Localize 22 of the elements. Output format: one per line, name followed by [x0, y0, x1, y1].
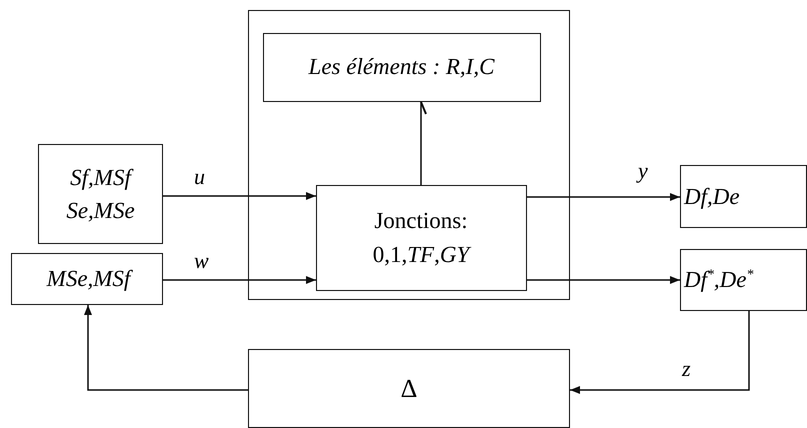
label-text: Sf,MSf Se,MSe: [65, 164, 136, 225]
process-box: [248, 349, 570, 428]
enclosing-box: [248, 10, 570, 300]
text-box: [262, 32, 540, 102]
label-text: MSe,MSf: [46, 262, 130, 296]
label-text: Df,De: [684, 182, 740, 211]
body-text: 0,1,TF,GY: [372, 240, 470, 268]
arrow: [163, 192, 316, 200]
label-text: Les éléments : R,I,C: [308, 53, 494, 82]
arrow: [527, 193, 680, 201]
text-box: [11, 253, 163, 305]
text-box: [680, 165, 807, 228]
text-box: [680, 249, 807, 311]
text-box: [38, 144, 163, 244]
arrow: [527, 276, 680, 284]
text-box: [316, 184, 526, 290]
arrow: [163, 276, 316, 284]
arrow: [570, 311, 750, 394]
label-text: Df$^{*}$,De$^{*}$: [684, 266, 754, 294]
heading: Jonctions:: [374, 207, 468, 236]
label-text: Δ: [400, 372, 418, 405]
arrow: [84, 305, 248, 391]
